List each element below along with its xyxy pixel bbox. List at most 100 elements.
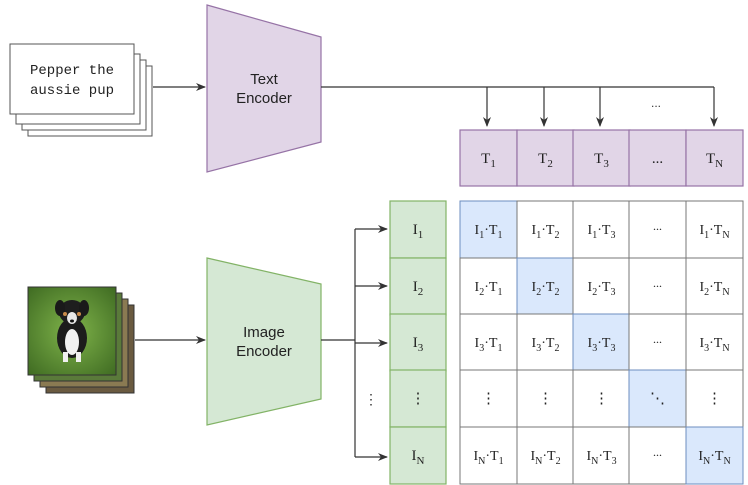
matrix-ellipsis-diag: ⋱ [650,391,665,407]
matrix-product-label: I3·T2 [532,336,560,354]
matrix-product-label: I3·T3 [588,336,616,354]
matrix-col-index: N [722,343,729,354]
image-embedding-N: IN [389,426,447,485]
matrix-product-label: IN·T1 [473,449,503,467]
image-embedding-label-base: I [413,279,418,295]
matrix-product-label: I2·T1 [475,280,503,298]
text-embedding-ellipsis: ... [628,129,687,187]
matrix-product-label: IN·TN [698,449,730,467]
image-embedding-label-base: I [413,222,418,238]
matrix-cell: I2·TN [685,257,744,316]
text-input-stack: Pepper the aussie pup [9,43,153,137]
matrix-product-label: IN·T3 [586,449,616,467]
matrix-dot: ·T [541,280,555,295]
matrix-row-base: I [473,449,478,464]
text-embedding-label: TN [706,151,723,170]
matrix-cell: ... [628,426,687,485]
matrix-row-index: N [703,456,710,467]
text-encoder-label-2: Encoder [236,90,292,107]
puppy-photo-icon [27,286,117,376]
matrix-cell: I3·T1 [459,313,518,372]
image-embedding-label-sub: N [417,455,425,467]
text-input-line2: aussie pup [30,83,114,99]
matrix-row-base: I [475,336,480,351]
matrix-ellipsis-h: ... [653,276,662,290]
matrix-cell: IN·T3 [572,426,631,485]
text-embedding-label: T1 [481,151,496,170]
matrix-col-index: 1 [497,230,502,241]
matrix-dot: ·T [484,280,498,295]
text-input-line1: Pepper the [30,63,114,79]
image-embedding-label: ⋮ [411,391,426,407]
text-embedding-label-base: T [594,151,603,167]
matrix-col-index: 3 [610,343,615,354]
image-embedding-label-base: I [412,448,417,464]
matrix-ellipsis-v: ⋮ [707,391,722,407]
matrix-cell: ⋱ [628,369,687,428]
text-embedding-label-base: T [538,151,547,167]
matrix-row-index: 2 [592,287,597,298]
matrix-product-label: I2·T2 [532,280,560,298]
matrix-cell: IN·T2 [516,426,575,485]
matrix-col-index: 3 [612,456,617,467]
matrix-product-label: I1·T2 [532,223,560,241]
matrix-product-label: I2·T3 [588,280,616,298]
matrix-col-index: N [722,230,729,241]
stacked-paper-icon [9,43,135,115]
matrix-cell: ... [628,313,687,372]
matrix-row-base: I [699,280,704,295]
matrix-row-base: I [475,280,480,295]
text-embedding-label-base: T [481,151,490,167]
matrix-row-index: 3 [536,343,541,354]
text-embedding-label: ... [652,151,663,167]
matrix-product-label: I3·T1 [475,336,503,354]
matrix-row-index: 3 [479,343,484,354]
matrix-dot: ·T [597,223,611,238]
matrix-col-index: 3 [610,230,615,241]
matrix-cell: I2·T2 [516,257,575,316]
matrix-dot: ·T [484,336,498,351]
text-embedding-label-sub: 3 [603,158,609,170]
matrix-dot: ·T [709,280,723,295]
image-input-stack [27,286,135,394]
matrix-col-index: 1 [497,343,502,354]
matrix-row-index: 2 [704,287,709,298]
matrix-row-base: I [698,449,703,464]
image-embedding-label-sub: 2 [418,286,424,298]
matrix-col-index: N [722,287,729,298]
matrix-col-index: 3 [610,287,615,298]
matrix-dot: ·T [542,449,556,464]
matrix-row-index: 2 [536,287,541,298]
matrix-cell: I1·T2 [516,200,575,259]
matrix-dot: ·T [541,223,555,238]
text-embedding-N: TN [685,129,744,187]
text-embedding-3: T3 [572,129,631,187]
matrix-row-index: 1 [592,230,597,241]
image-embedding-ellipsis: ⋮ [389,369,447,428]
matrix-dot: ·T [485,449,499,464]
matrix-row-index: 3 [704,343,709,354]
matrix-cell: I1·T1 [459,200,518,259]
text-embedding-label: T2 [538,151,553,170]
image-embedding-label: I3 [413,335,424,354]
matrix-ellipsis-v: ⋮ [594,391,609,407]
matrix-dot: ·T [710,449,724,464]
text-embedding-label-base: T [706,151,715,167]
image-embedding-2: I2 [389,257,447,316]
matrix-cell: I1·TN [685,200,744,259]
matrix-row-base: I [532,336,537,351]
image-embedding-label: I1 [413,222,424,241]
matrix-cell: I3·T3 [572,313,631,372]
matrix-dot: ·T [598,449,612,464]
text-embedding-label-sub: 2 [547,158,553,170]
image-embedding-label-base: I [413,335,418,351]
matrix-row-base: I [532,280,537,295]
matrix-product-label: I1·TN [699,223,729,241]
matrix-dot: ·T [597,280,611,295]
image-embedding-3: I3 [389,313,447,372]
matrix-row-base: I [530,449,535,464]
matrix-dot: ·T [597,336,611,351]
matrix-ellipsis-v: ⋮ [481,391,496,407]
